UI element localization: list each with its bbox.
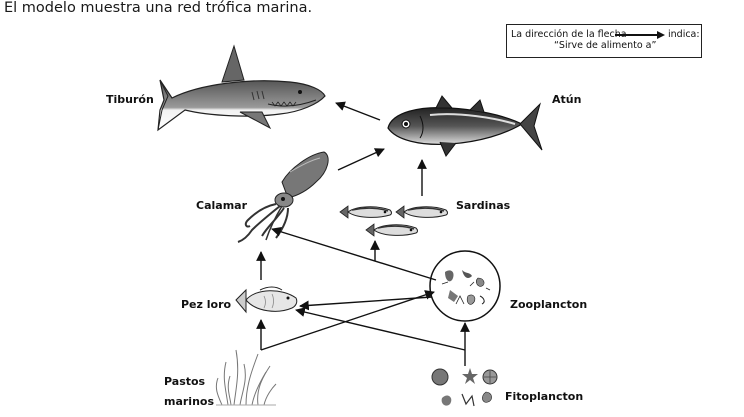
tuna-illustration	[387, 95, 543, 157]
phytoplankton-illustration	[431, 368, 498, 407]
label-fitoplancton: Fitoplancton	[505, 390, 584, 403]
arrow-zooplankton-to-parrotfish	[299, 296, 433, 311]
label-atun: Atún	[552, 93, 582, 106]
food-arrows	[256, 101, 470, 366]
zooplankton-illustration	[429, 250, 501, 322]
arrow-zooplankton-to-squid	[271, 226, 437, 281]
label-zooplancton: Zooplancton	[510, 298, 588, 311]
legend-box: La dirección de la flecha indica: “Sirve…	[506, 24, 702, 58]
legend-arrow-icon	[615, 31, 665, 39]
label-pez-loro: Pez loro	[181, 298, 232, 311]
legend-meaning: “Sirve de alimento a”	[554, 40, 657, 51]
label-marinos: marinos	[164, 395, 215, 408]
seagrass-illustration	[215, 349, 277, 406]
arrow-squid-to-tuna	[337, 148, 385, 171]
label-calamar: Calamar	[196, 199, 247, 212]
arrow-tuna-to-shark	[335, 101, 381, 121]
intro-text: El modelo muestra una red trófica marina…	[4, 0, 313, 16]
shark-illustration	[157, 44, 326, 132]
label-tiburon: Tiburón	[106, 93, 154, 106]
label-pastos: Pastos	[164, 375, 206, 388]
legend-text-pre: La dirección de la flecha	[511, 29, 627, 40]
label-sardinas: Sardinas	[456, 199, 511, 212]
squid-illustration	[237, 151, 329, 243]
arrow-seagrass-to-zooplankton	[260, 290, 435, 351]
legend-text-post: indica:	[668, 29, 700, 40]
arrow-phytoplankton-to-parrotfish	[295, 307, 466, 351]
sardines-illustration	[339, 205, 448, 237]
parrotfish-illustration	[235, 286, 298, 314]
